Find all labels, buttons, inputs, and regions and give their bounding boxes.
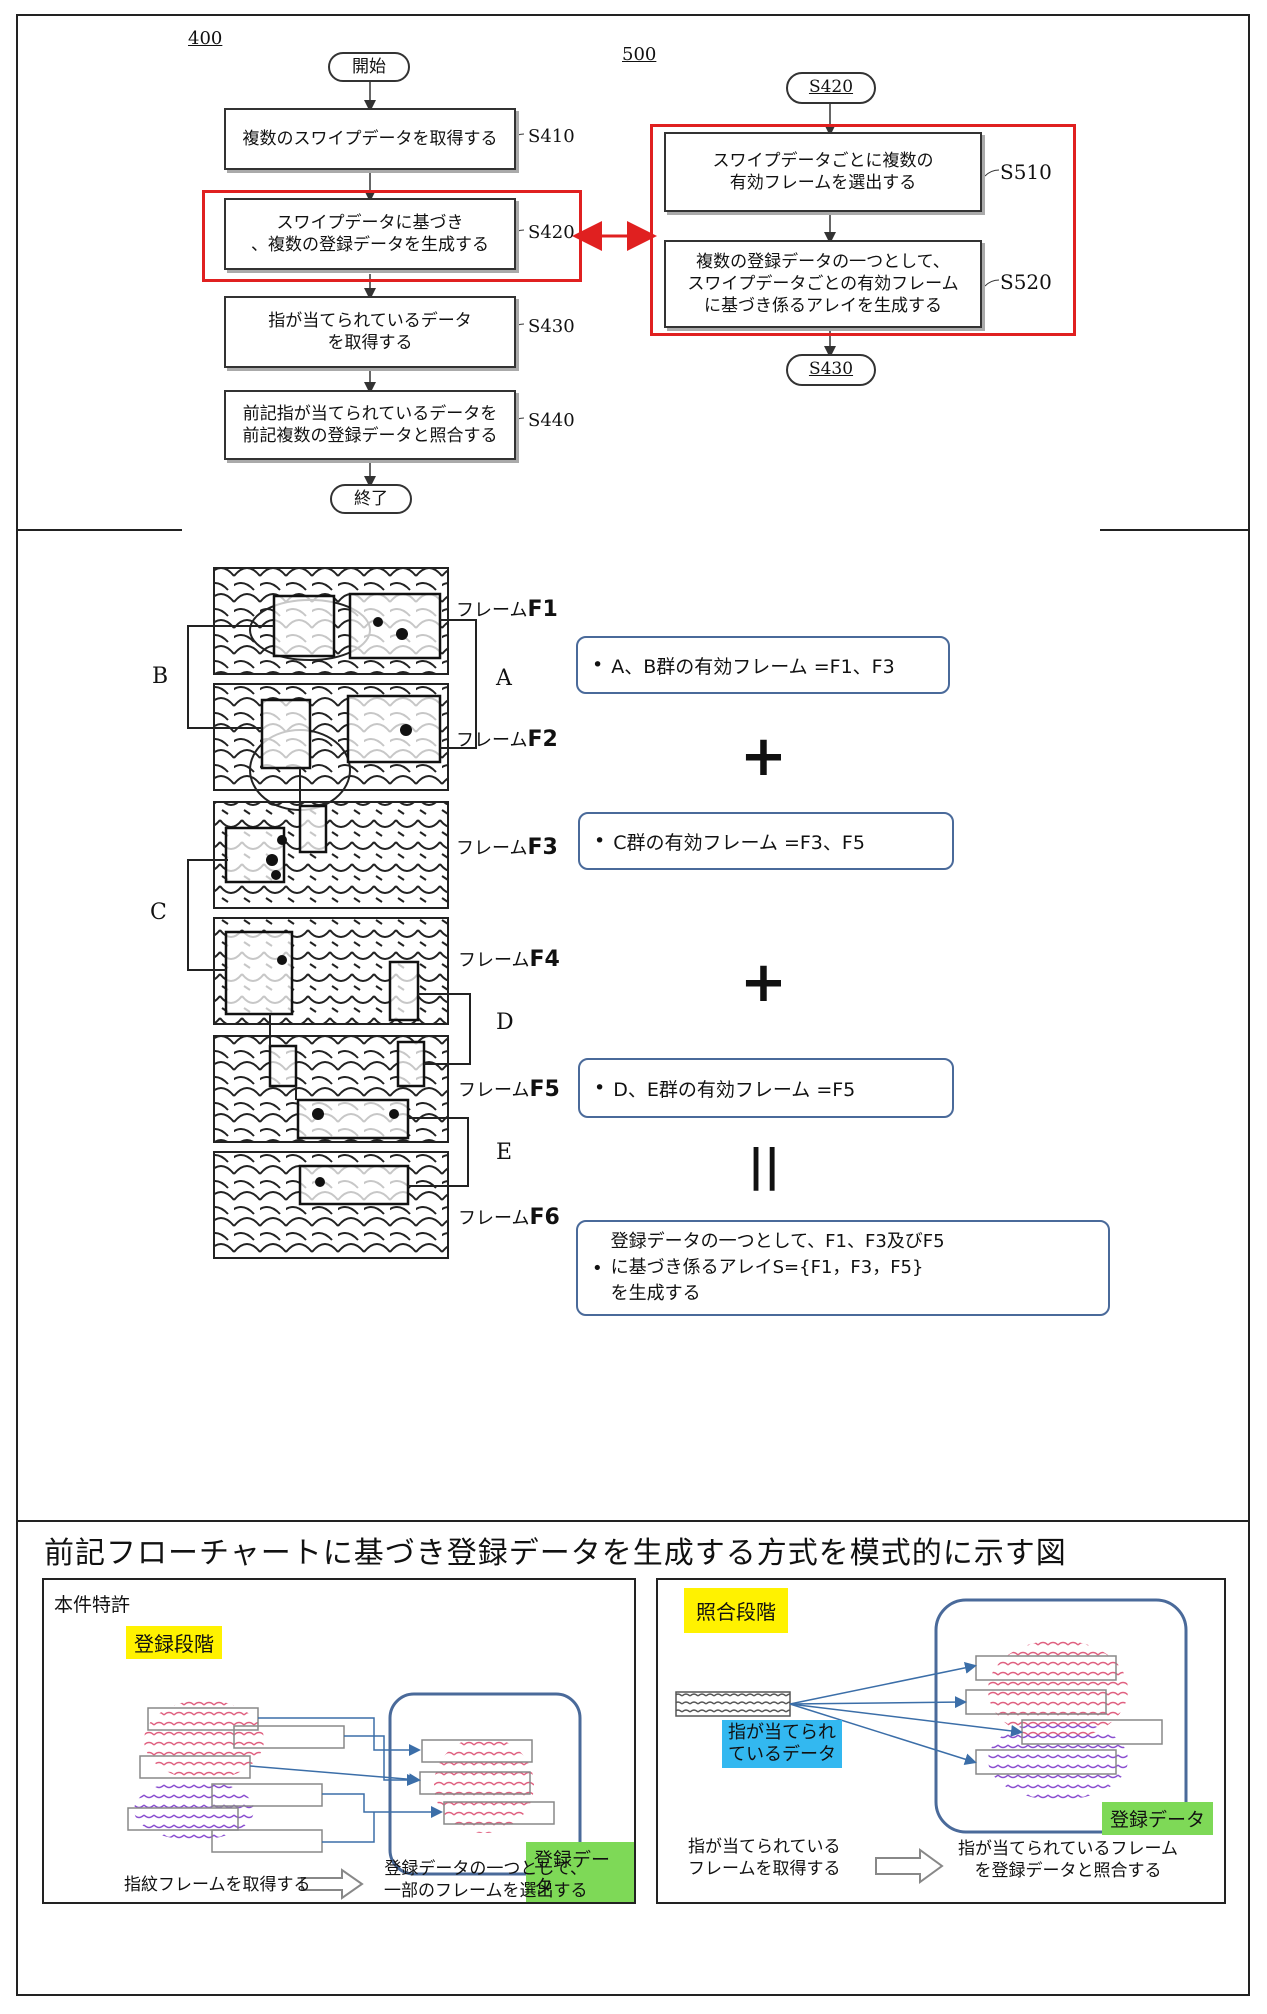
info-result-array: • 登録データの一つとして、F1、F3及びF5 に基づき係るアレイS={F1，F… xyxy=(576,1220,1110,1316)
info-c-text: C群の有効フレーム =F3、F5 xyxy=(613,831,865,854)
frames-section: B A C D E フレームF1 フレームF2 フレームF3 フレームF4 フレ… xyxy=(0,530,1267,1520)
step-s440-text-2: 前記複数の登録データと照合する xyxy=(242,426,498,446)
registration-panel: 本件特許 登録段階 xyxy=(42,1578,636,1904)
info-result-line-2: に基づき係るアレイS={F1，F3，F5} xyxy=(610,1257,924,1278)
info-result-line-1: 登録データの一つとして、F1、F3及びF5 xyxy=(610,1231,945,1252)
flowchart-500-highlight xyxy=(650,124,1076,336)
step-s440-text-1: 前記指が当てられているデータを xyxy=(242,404,498,424)
step-s410-box: 複数のスワイプデータを取得する xyxy=(224,108,516,170)
matching-illustration xyxy=(675,1598,1188,1884)
step-s430-text-2: を取得する xyxy=(327,333,413,353)
badge-registration-data-right: 登録データ xyxy=(1102,1802,1214,1835)
step-s510-label: S510 xyxy=(1000,160,1052,184)
figure-border xyxy=(16,14,1250,1996)
step-s410-label: S410 xyxy=(528,126,575,147)
step-s420-label: S420 xyxy=(528,222,575,243)
s420-terminal: S420 xyxy=(786,72,876,104)
step-s430-text-1: 指が当てられているデータ xyxy=(268,311,472,331)
step-s430-box: 指が当てられているデータ を取得する xyxy=(224,296,516,368)
step-s520-box: 複数の登録データの一つとして、 スワイプデータごとの有効フレーム に基づき係るア… xyxy=(664,240,982,328)
divider-top-left xyxy=(16,529,182,531)
badge-matching-stage: 照合段階 xyxy=(684,1588,788,1633)
caption-select-frames: 登録データの一つとして、 一部のフレームを選出する xyxy=(384,1859,588,1901)
step-s430-label: S430 xyxy=(528,316,575,337)
registration-illustration xyxy=(127,1692,582,1900)
step-s420-box: スワイプデータに基づき 、複数の登録データを生成する xyxy=(224,198,516,270)
flowchart-400-connectors xyxy=(364,82,1000,488)
caption-acquire-frames: 指紋フレームを取得する xyxy=(124,1875,311,1895)
ref-400: 400 xyxy=(188,28,223,49)
step-s410-text: 複数のスワイプデータを取得する xyxy=(242,129,498,149)
info-de-effective-frames: •D、E群の有効フレーム =F5 xyxy=(578,1058,954,1118)
ref-500: 500 xyxy=(622,44,657,65)
step-s440-box: 前記指が当てられているデータを 前記複数の登録データと照合する xyxy=(224,390,516,460)
info-de-text: D、E群の有効フレーム =F5 xyxy=(613,1078,856,1101)
caption-match-frames: 指が当てられているフレーム を登録データと照合する xyxy=(958,1839,1178,1881)
s420-highlight xyxy=(202,190,582,282)
frame-label-f2: フレームF2 xyxy=(456,727,558,752)
plus-sign-1: + xyxy=(740,724,787,789)
step-s510-box: スワイプデータごとに複数の 有効フレームを選出する xyxy=(664,132,982,212)
frame-label-f1: フレームF1 xyxy=(456,597,558,622)
step-s420-text-2: 、複数の登録データを生成する xyxy=(251,235,489,255)
step-s440-label: S440 xyxy=(528,410,575,431)
badge-registration-data-left: 登録データ xyxy=(526,1842,634,1902)
frame-label-f4: フレームF4 xyxy=(458,947,560,972)
bottom-title: 前記フローチャートに基づき登録データを生成する方式を模式的に示す図 xyxy=(44,1536,1067,1571)
group-label-a: A xyxy=(496,666,512,691)
step-s520-text-2: スワイプデータごとの有効フレーム xyxy=(687,274,959,294)
info-result-line-3: を生成する xyxy=(610,1283,701,1304)
caption-acquire-finger-frames: 指が当てられている フレームを取得する xyxy=(688,1837,841,1879)
panel-heading-patent: 本件特許 xyxy=(54,1594,131,1616)
step-s520-label: S520 xyxy=(1000,270,1052,294)
group-label-c: C xyxy=(150,900,167,925)
step-s420-text-1: スワイプデータに基づき xyxy=(276,213,464,233)
frame-label-f6: フレームF6 xyxy=(458,1205,560,1230)
group-label-b: B xyxy=(152,664,169,689)
fingerprint-frames-illustration xyxy=(187,567,477,1259)
info-ab-effective-frames: •A、B群の有効フレーム =F1、F3 xyxy=(576,636,950,694)
step-s520-text-3: に基づき係るアレイを生成する xyxy=(704,296,942,316)
end-terminal: 終了 xyxy=(330,484,412,514)
info-c-effective-frames: •C群の有効フレーム =F3、F5 xyxy=(578,812,954,870)
frame-label-f3: フレームF3 xyxy=(456,835,558,860)
badge-registration-stage: 登録段階 xyxy=(126,1626,222,1659)
group-label-e: E xyxy=(496,1140,513,1165)
group-label-d: D xyxy=(496,1010,514,1035)
start-terminal: 開始 xyxy=(328,52,410,82)
divider-top-right xyxy=(1100,529,1250,531)
equals-sign: || xyxy=(748,1140,781,1191)
flowchart-400: 400 開始 複数のスワイプデータを取得する S410 スワイプデータに基づき … xyxy=(0,0,1267,529)
info-ab-text: A、B群の有効フレーム =F1、F3 xyxy=(611,655,895,678)
frame-label-f5: フレームF5 xyxy=(458,1077,560,1102)
plus-sign-2: + xyxy=(740,950,787,1015)
matching-panel: 照合段階 指が当てられ ているデータ 登録データ 指が当てら xyxy=(656,1578,1226,1904)
s430-terminal: S430 xyxy=(786,354,876,386)
step-s510-text-2: 有効フレームを選出する xyxy=(729,173,917,193)
divider-bottom xyxy=(16,1520,1250,1522)
badge-finger-data: 指が当てられ ているデータ xyxy=(722,1720,842,1768)
step-s520-text-1: 複数の登録データの一つとして、 xyxy=(696,252,950,272)
step-s510-text-1: スワイプデータごとに複数の xyxy=(712,151,934,171)
